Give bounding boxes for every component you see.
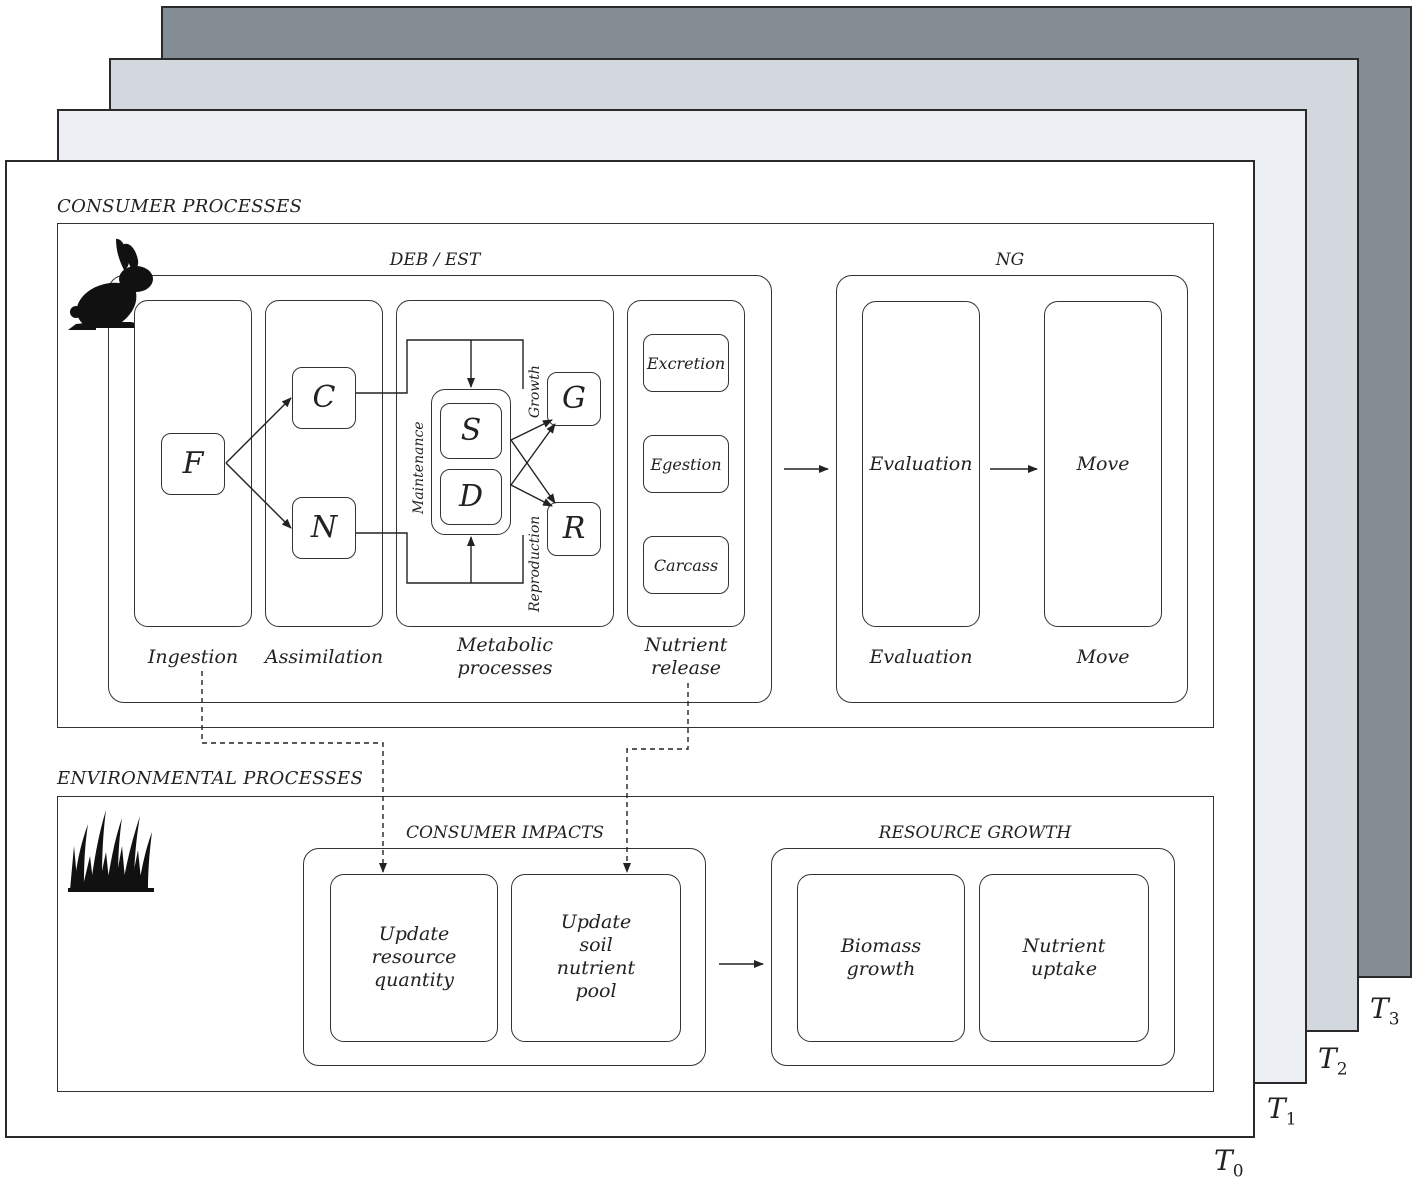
arrow-bot-to-g	[510, 423, 556, 486]
resource-growth-group	[771, 848, 1175, 1066]
time-label-t3: T3	[1370, 992, 1400, 1030]
arrow-top-to-g	[510, 419, 553, 441]
environment-section	[57, 796, 1214, 1092]
node-n: N	[292, 497, 356, 559]
environment-section-title: ENVIRONMENTAL PROCESSES	[57, 768, 364, 789]
excretion-box: Excretion	[643, 334, 729, 392]
node-c: C	[292, 367, 356, 429]
dashed-ingestion-to-resource	[201, 671, 387, 873]
ng-title: NG	[995, 250, 1025, 270]
node-r: R	[547, 502, 601, 556]
move-box: Move	[1044, 301, 1162, 627]
carcass-box: Carcass	[643, 536, 729, 594]
rabbit-icon	[68, 238, 153, 330]
evaluation-box: Evaluation	[862, 301, 980, 627]
flow-n-to-reserve	[356, 532, 524, 584]
evaluation-label: Evaluation	[869, 646, 973, 668]
deb-est-title: DEB / EST	[389, 250, 481, 270]
time-label-t0: T0	[1214, 1144, 1244, 1182]
assimilation-column	[265, 300, 383, 627]
node-d: D	[440, 469, 502, 525]
ingestion-label: Ingestion	[147, 646, 239, 668]
consumer-section-title: CONSUMER PROCESSES	[57, 196, 303, 217]
time-label-t1: T1	[1267, 1092, 1297, 1130]
move-label: Move	[1076, 646, 1130, 668]
node-f: F	[161, 433, 225, 495]
arrow-top-to-r	[510, 439, 556, 504]
assimilation-label: Assimilation	[264, 646, 384, 668]
arrow-f-to-c	[225, 397, 292, 464]
grass-icon	[68, 810, 154, 892]
flow-c-to-reserve	[356, 339, 524, 394]
dashed-release-to-soil	[623, 683, 689, 873]
consumer-section	[57, 223, 1214, 728]
resource-growth-title: RESOURCE GROWTH	[878, 823, 1072, 843]
consumer-impacts-title: CONSUMER IMPACTS	[405, 823, 605, 843]
arrow-f-to-n	[225, 462, 292, 529]
egestion-box: Egestion	[643, 435, 729, 493]
consumer-impacts-group	[303, 848, 706, 1066]
time-label-t2: T2	[1318, 1042, 1348, 1080]
node-s: S	[440, 403, 502, 459]
node-g: G	[547, 372, 601, 426]
arrow-bot-to-r	[510, 484, 553, 507]
